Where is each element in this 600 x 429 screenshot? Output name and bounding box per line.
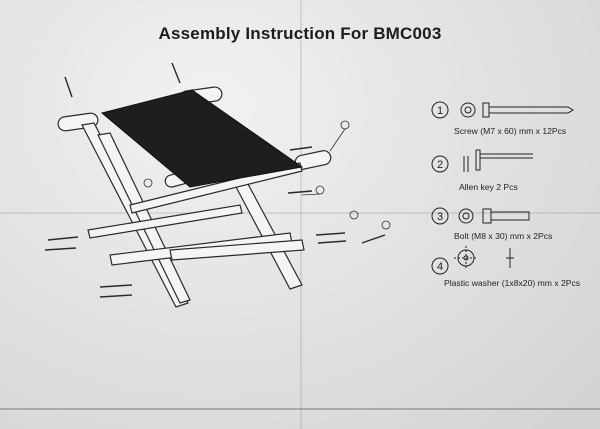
seat-fabric (100, 89, 304, 188)
chair-exploded-diagram (44, 62, 391, 308)
part-2-label: Allen key 2 Pcs (459, 182, 518, 192)
part-3-label: Bolt (M8 x 30) mm x 2Pcs (454, 231, 553, 241)
part-1-number-circle (431, 101, 449, 119)
part-2-number-circle (431, 155, 449, 173)
part-4-number: 4 (437, 261, 443, 273)
horizontal-fold-crease (0, 212, 600, 214)
part-1-label: Screw (M7 x 60) mm x 12Pcs (454, 126, 567, 136)
parts-illustrations: 1 2 3 4 (431, 101, 574, 275)
vertical-fold-crease (300, 0, 302, 429)
part-3-number-circle (431, 207, 449, 225)
part-2-number: 2 (437, 159, 443, 171)
part-1-number: 1 (437, 105, 443, 117)
page-title: Assembly Instruction For BMC003 (158, 24, 442, 43)
part-4-number-circle (431, 257, 449, 275)
part-4-label: Plastic washer (1x8x20) mm x 2Pcs (444, 278, 581, 288)
bottom-edge-line (0, 408, 600, 410)
parts-list: 1 2 3 4 Screw (M7 x 60) mm x 12Pcs Allen… (428, 98, 598, 298)
part-3-number: 3 (437, 211, 443, 223)
